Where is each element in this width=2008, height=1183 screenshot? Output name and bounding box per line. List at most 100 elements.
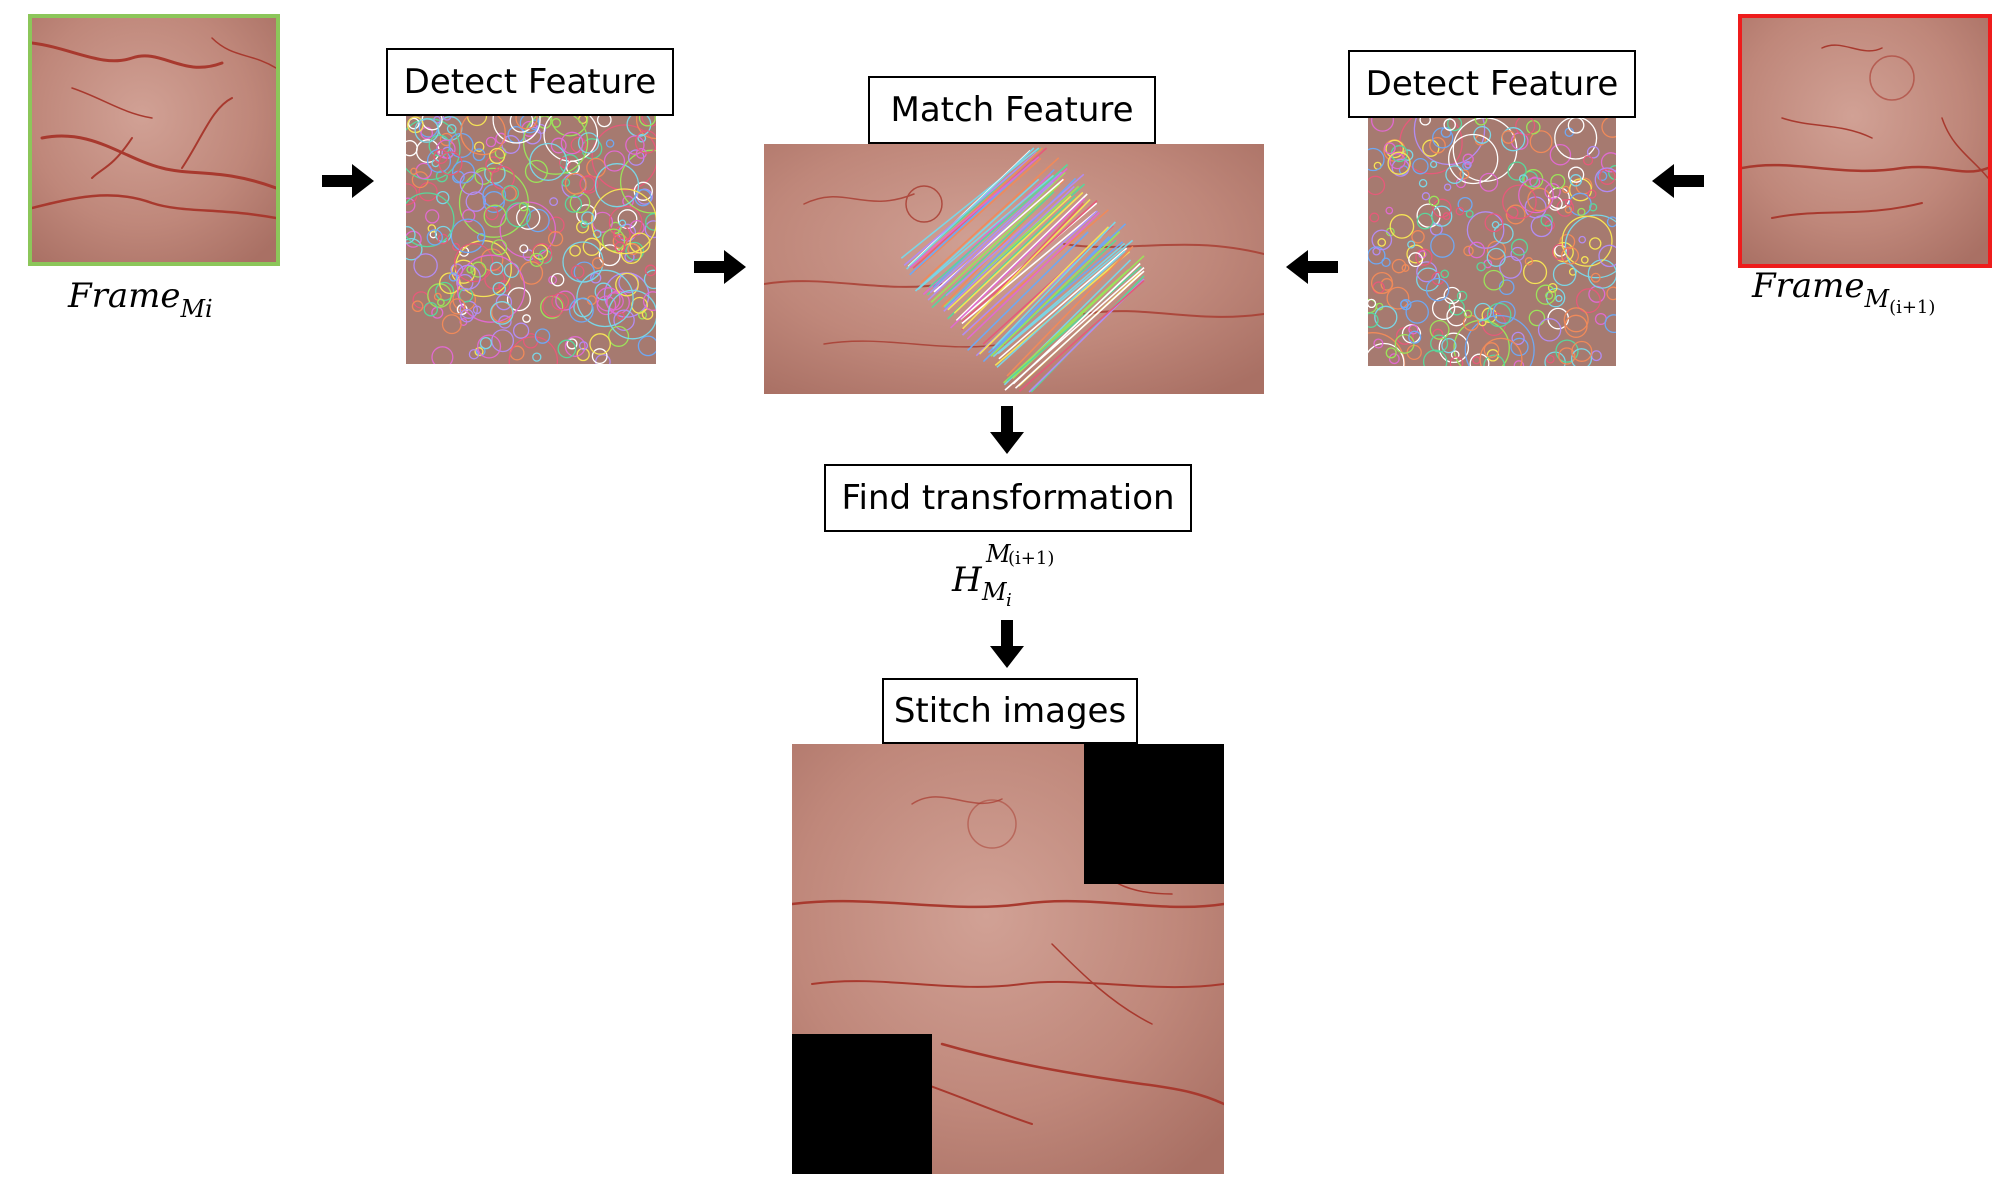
keypoint-marker xyxy=(1371,229,1393,251)
find-transformation-label: Find transformation xyxy=(824,464,1192,532)
match-line xyxy=(914,178,1040,292)
keypoint-marker xyxy=(1588,237,1602,250)
keypoint-marker xyxy=(625,135,645,155)
match-line xyxy=(967,231,1089,351)
keypoint-marker xyxy=(591,348,608,365)
keypoint-marker xyxy=(476,232,486,242)
keypoint-marker xyxy=(1428,195,1440,207)
keypoint-marker xyxy=(1408,324,1419,335)
keypoint-marker xyxy=(1580,256,1589,264)
keypoint-marker xyxy=(578,341,589,351)
match-line xyxy=(1012,262,1141,385)
keypoint-marker xyxy=(1577,207,1586,217)
keypoint-marker xyxy=(1455,206,1465,216)
keypoint-marker xyxy=(1421,192,1431,201)
keypoint-marker xyxy=(1381,257,1391,268)
frame-mi1-subsub: (i+1) xyxy=(1889,297,1936,318)
keypoint-marker xyxy=(590,272,602,284)
keypoint-marker xyxy=(1492,300,1516,324)
keypoint-marker xyxy=(1416,203,1441,228)
keypoint-marker xyxy=(1411,230,1425,244)
keypoint-marker xyxy=(1367,246,1386,265)
keypoint-marker xyxy=(542,294,565,318)
keypoint-marker xyxy=(1377,238,1387,247)
keypoint-marker xyxy=(577,132,600,154)
detect-feature-left-image xyxy=(395,95,684,386)
keypoint-marker xyxy=(1510,337,1529,357)
keypoint-marker xyxy=(524,159,548,183)
keypoint-marker xyxy=(608,325,630,347)
match-line xyxy=(927,181,1054,301)
keypoint-marker xyxy=(564,195,583,213)
keypoint-marker xyxy=(1552,262,1577,287)
keypoint-marker xyxy=(446,124,457,134)
keypoint-marker xyxy=(1385,206,1394,215)
match-line xyxy=(992,242,1126,358)
keypoint-marker xyxy=(1408,252,1424,268)
keypoint-marker xyxy=(1400,299,1409,309)
keypoint-marker xyxy=(459,246,470,257)
keypoint-marker xyxy=(564,172,587,195)
keypoint-marker xyxy=(1445,165,1464,184)
keypoint-marker xyxy=(1405,300,1429,324)
keypoint-marker xyxy=(618,219,627,228)
keypoint-marker xyxy=(439,132,454,147)
keypoint-marker xyxy=(420,126,434,140)
keypoint-marker xyxy=(1564,198,1573,207)
keypoint-marker xyxy=(456,273,474,292)
keypoint-marker xyxy=(1583,155,1594,166)
keypoint-marker xyxy=(1555,294,1563,303)
keypoint-marker xyxy=(435,281,455,301)
keypoint-marker xyxy=(1463,245,1474,257)
match-line xyxy=(998,247,1128,360)
keypoint-marker xyxy=(1431,296,1456,321)
keypoint-marker xyxy=(441,314,462,335)
keypoint-marker xyxy=(1527,187,1552,212)
match-line xyxy=(990,231,1121,357)
keypoint-marker xyxy=(1587,189,1597,199)
keypoint-marker xyxy=(404,230,422,248)
keypoint-marker xyxy=(1563,307,1589,333)
keypoint-marker xyxy=(1389,214,1415,239)
frame-mi1-label: FrameM(i+1) xyxy=(1752,266,1992,326)
keypoint-marker xyxy=(459,171,484,196)
keypoint-marker xyxy=(1366,298,1377,309)
match-line xyxy=(955,193,1088,321)
keypoint-marker xyxy=(532,244,549,260)
keypoint-marker xyxy=(1486,240,1506,260)
keypoint-marker xyxy=(1386,286,1410,310)
arrow-right-1-icon xyxy=(322,164,374,198)
match-line xyxy=(929,171,1063,294)
match-line xyxy=(997,239,1134,355)
keypoint-marker xyxy=(566,338,578,350)
keypoint-marker xyxy=(564,336,586,357)
keypoint-marker xyxy=(470,261,487,278)
keypoint-marker xyxy=(433,149,449,164)
keypoint-marker xyxy=(594,163,640,208)
keypoint-marker xyxy=(613,309,635,331)
keypoint-marker xyxy=(495,294,513,311)
h-sub: M xyxy=(982,578,1007,606)
frame-mi1-sub: M xyxy=(1864,285,1890,313)
keypoint-marker xyxy=(1412,157,1429,175)
keypoint-marker xyxy=(1374,305,1398,329)
keypoint-marker xyxy=(423,301,439,317)
keypoint-marker xyxy=(1459,169,1470,180)
keypoint-marker xyxy=(1394,333,1415,354)
keypoint-marker xyxy=(534,328,551,344)
keypoint-marker xyxy=(1498,279,1515,296)
keypoint-marker xyxy=(1430,334,1449,353)
frame-mi-image xyxy=(28,14,280,266)
keypoint-marker xyxy=(454,242,494,283)
keypoint-marker xyxy=(1465,209,1474,218)
keypoint-marker xyxy=(1383,142,1396,155)
keypoint-marker xyxy=(1476,261,1486,272)
keypoint-marker xyxy=(526,208,550,233)
keypoint-marker xyxy=(1554,116,1598,160)
keypoint-marker xyxy=(1429,160,1438,169)
keypoint-marker xyxy=(1568,267,1577,276)
keypoint-marker xyxy=(547,231,564,247)
keypoint-marker xyxy=(485,156,502,173)
keypoint-marker xyxy=(1562,185,1570,194)
keypoint-marker xyxy=(1507,161,1527,181)
